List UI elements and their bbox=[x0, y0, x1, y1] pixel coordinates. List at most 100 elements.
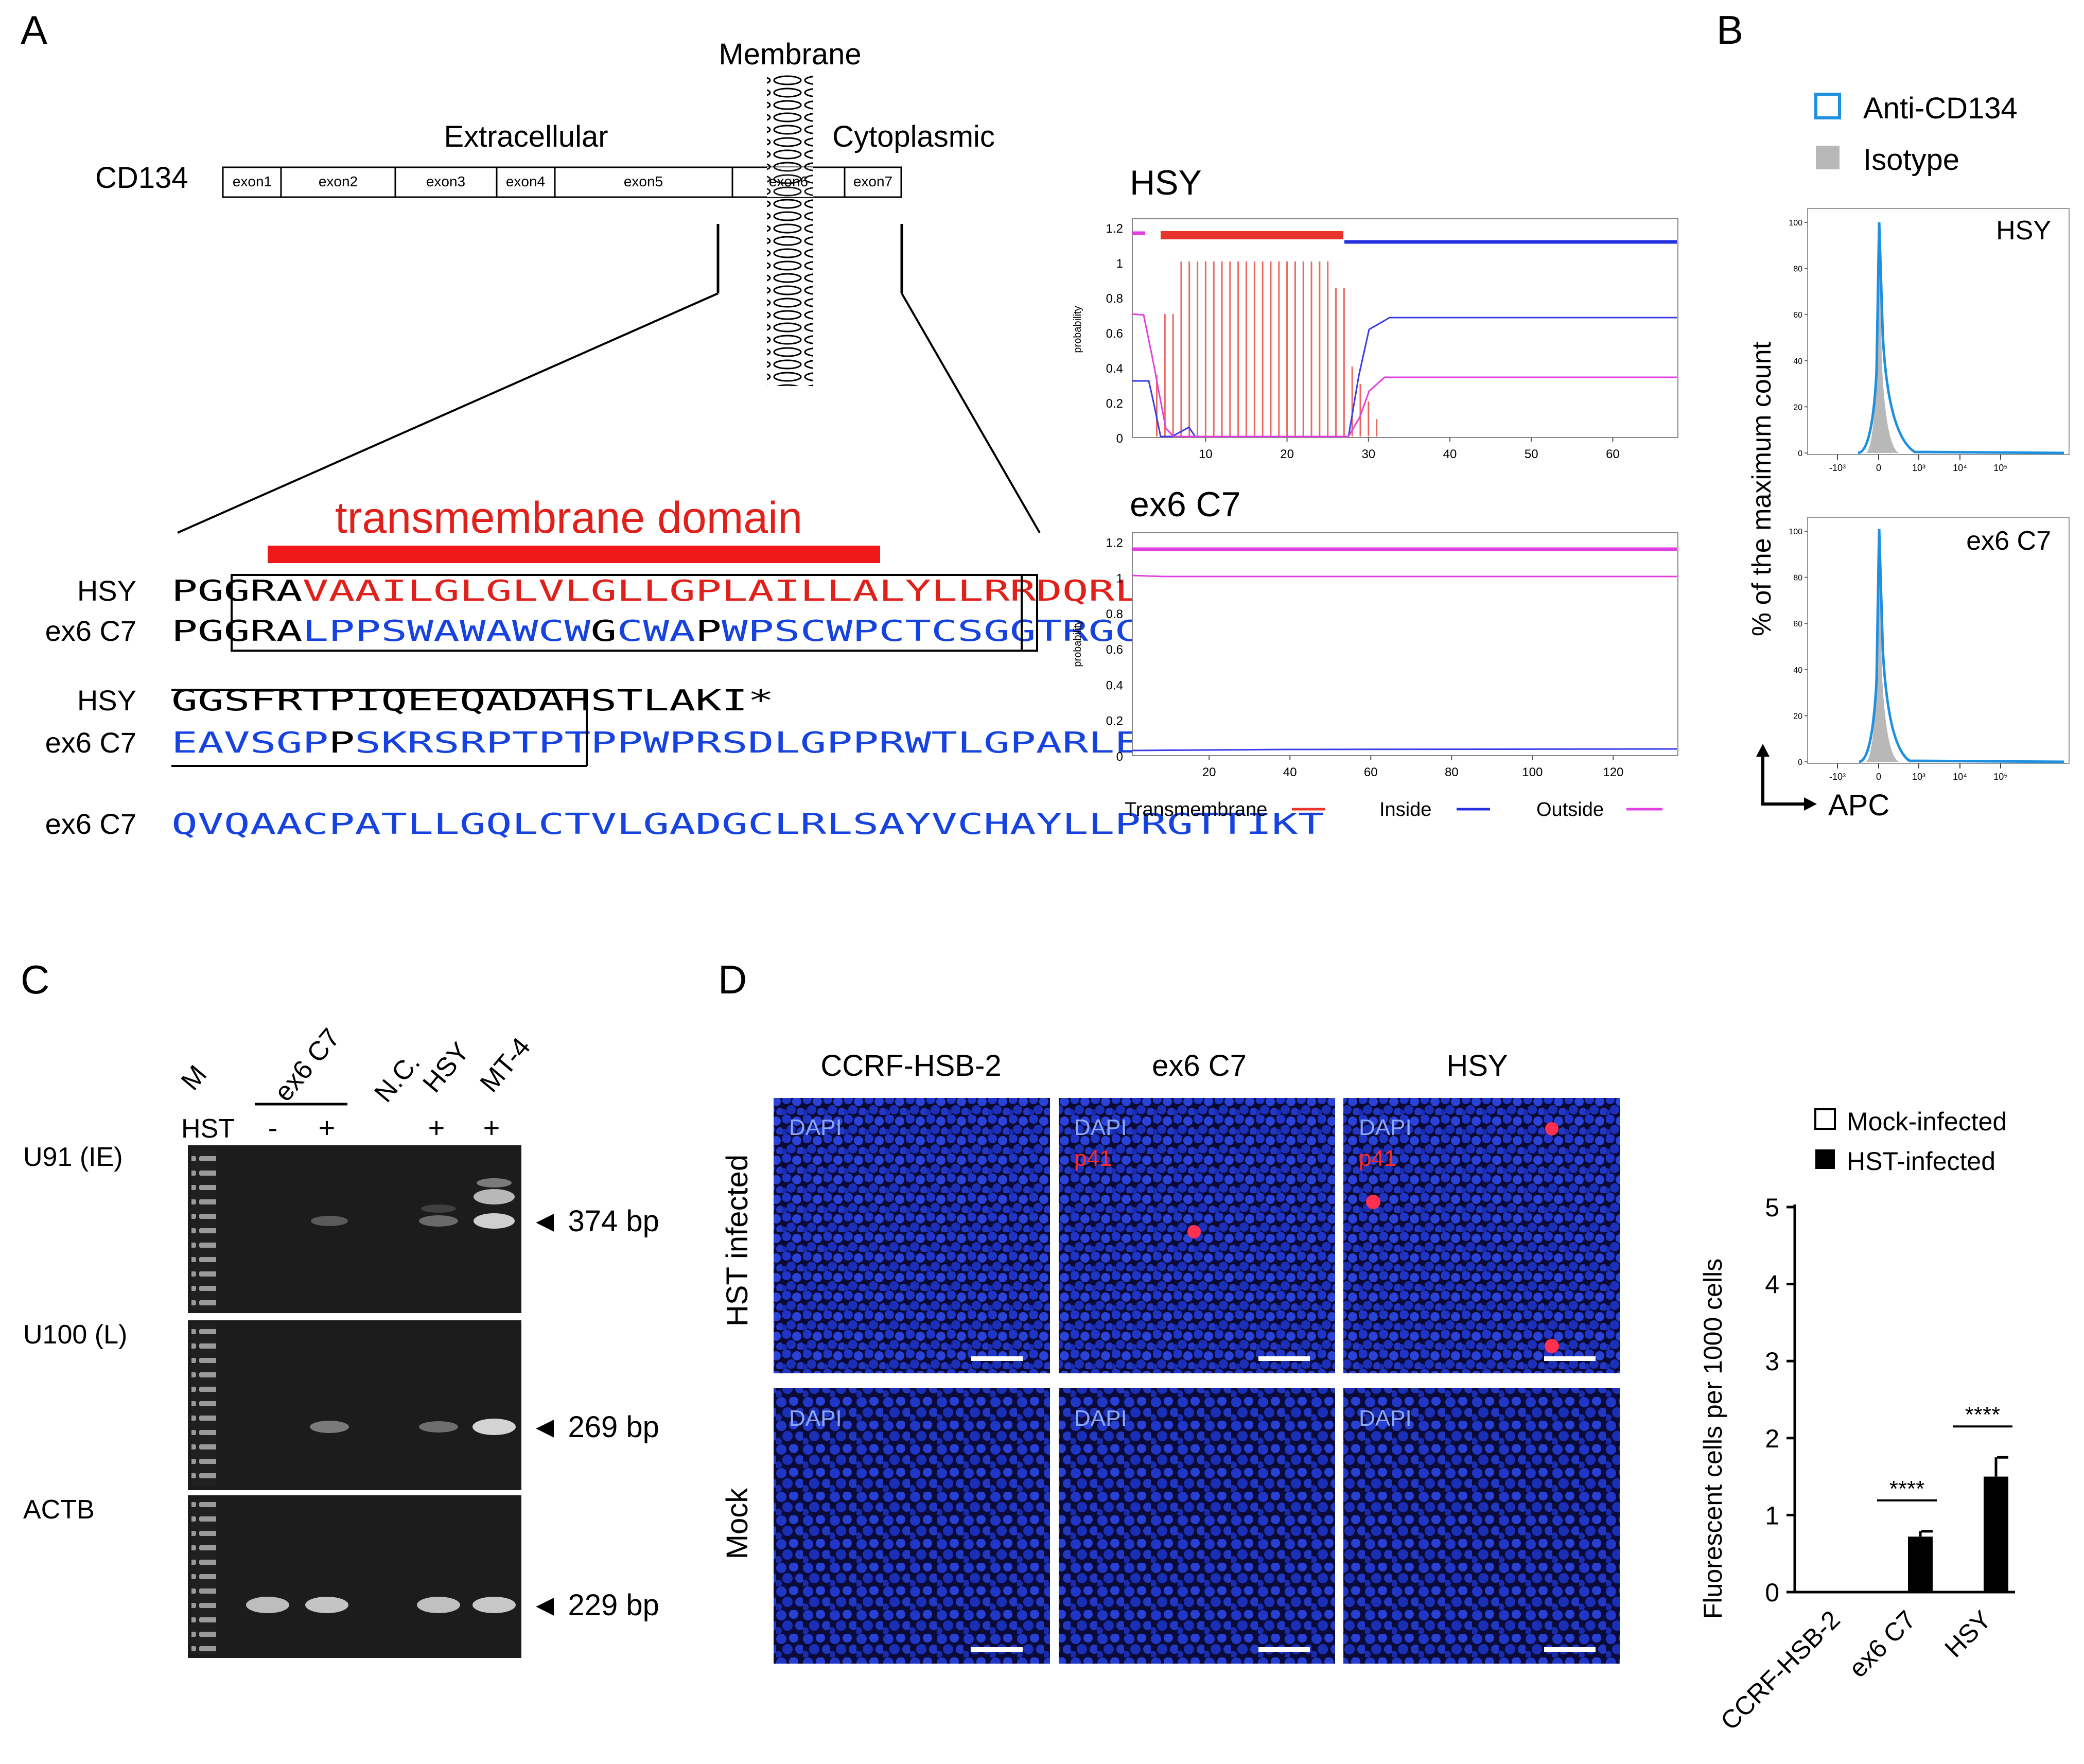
hst-label: HST bbox=[181, 1114, 235, 1144]
inside-curve bbox=[1132, 748, 1677, 752]
bar-hst-infected bbox=[1984, 1476, 2008, 1592]
p41-positive-cell bbox=[1187, 1225, 1201, 1238]
gel-image bbox=[188, 1145, 521, 1313]
y-tick-label: 80 bbox=[1793, 265, 1802, 274]
x-tick-label: ex6 C7 bbox=[1843, 1605, 1921, 1683]
tmhmm-ylabel: probability bbox=[1072, 306, 1083, 353]
histogram-frame bbox=[1807, 208, 2070, 455]
legend-label: Anti-CD134 bbox=[1863, 92, 2018, 125]
gel-band bbox=[472, 1419, 516, 1435]
exon-box bbox=[554, 166, 733, 198]
gel-actb bbox=[188, 1495, 521, 1658]
legend-swatch-isotype bbox=[1816, 146, 1840, 169]
x-tick-label: 60 bbox=[1364, 765, 1378, 779]
panel-label-b: B bbox=[1717, 7, 1743, 53]
scale-bar bbox=[1544, 1647, 1596, 1652]
legend-label: Outside bbox=[1536, 799, 1604, 820]
micrograph-hsy-mock: DAPI bbox=[1343, 1388, 1620, 1664]
x-tick-label: 40 bbox=[1443, 447, 1457, 461]
x-tick-label: 10³ bbox=[1912, 772, 1925, 782]
transmembrane-line bbox=[1161, 231, 1343, 239]
exon-label: exon2 bbox=[319, 173, 358, 189]
gel-band bbox=[474, 1189, 515, 1204]
x-tick-label: 10⁵ bbox=[1993, 772, 2007, 782]
y-tick-label: 60 bbox=[1793, 311, 1802, 320]
isotype-histogram bbox=[1866, 221, 1899, 453]
membrane-label: Membrane bbox=[719, 38, 861, 71]
x-tick-label: CCRF-HSB-2 bbox=[1715, 1605, 1846, 1736]
y-tick-label: 0.4 bbox=[1106, 678, 1123, 692]
tm-domain-bar bbox=[268, 546, 880, 563]
gel-image bbox=[188, 1495, 521, 1658]
x-tick-label: 10 bbox=[1199, 447, 1213, 461]
tmhmm-title: HSY bbox=[1130, 163, 1202, 202]
p41-label: p41 bbox=[1074, 1146, 1112, 1171]
y-tick-label: 3 bbox=[1765, 1347, 1779, 1376]
y-tick-label: 60 bbox=[1793, 620, 1802, 628]
outside-curve bbox=[1132, 574, 1677, 578]
exon-label: exon5 bbox=[624, 173, 663, 189]
sequence-text: QVQAACPATLLGQLCTVLGADGCLRLSAYVCHAYLLPRGT… bbox=[171, 808, 1324, 841]
gel-image bbox=[188, 1320, 521, 1490]
tmhmm-ylabel: probability bbox=[1072, 620, 1083, 667]
micrograph bbox=[1343, 1388, 1620, 1664]
exon-box bbox=[222, 166, 282, 198]
anti-cd134-histogram bbox=[1858, 222, 2064, 455]
x-tick-label: 10⁴ bbox=[1953, 463, 1967, 473]
histogram-title: HSY bbox=[1996, 216, 2051, 246]
legend-label: HST-infected bbox=[1847, 1147, 1995, 1176]
exon-label: exon1 bbox=[233, 173, 272, 189]
x-tick-label: 80 bbox=[1445, 765, 1459, 779]
gel-ladder bbox=[191, 1499, 216, 1654]
micrograph-ex6c7-mock: DAPI bbox=[1059, 1388, 1335, 1664]
sequence-label: HSY bbox=[77, 684, 136, 717]
gel-ladder bbox=[191, 1149, 216, 1309]
histogram-ylabel: % of the maximum count bbox=[1747, 341, 1777, 636]
y-tick-label: 0.4 bbox=[1106, 362, 1123, 376]
x-tick-label: -10³ bbox=[1829, 772, 1846, 782]
band-size: ◄ 269 bp bbox=[530, 1410, 659, 1444]
legend-label: Mock-infected bbox=[1847, 1107, 2007, 1136]
x-tick-label: 40 bbox=[1283, 765, 1297, 779]
x-tick-label: 60 bbox=[1606, 447, 1620, 461]
dapi-label: DAPI bbox=[789, 1406, 842, 1431]
y-tick-label: 20 bbox=[1793, 712, 1802, 721]
y-tick-label: 100 bbox=[1789, 219, 1802, 228]
dapi-label: DAPI bbox=[1074, 1406, 1127, 1431]
y-tick-label: 1 bbox=[1765, 1501, 1779, 1530]
p41-positive-cell bbox=[1366, 1195, 1380, 1209]
membrane-overlay bbox=[767, 167, 813, 197]
y-tick-label: 2 bbox=[1765, 1424, 1779, 1453]
panel-label-d: D bbox=[718, 957, 747, 1002]
x-tick-label: 30 bbox=[1361, 447, 1375, 461]
x-tick-label: 120 bbox=[1603, 765, 1623, 779]
dapi-label: DAPI bbox=[1359, 1406, 1412, 1431]
x-tick-label: HSY bbox=[1939, 1605, 1997, 1663]
scale-bar bbox=[1544, 1356, 1596, 1361]
micrograph-hsy-infected: DAPI p41 bbox=[1343, 1098, 1620, 1373]
legend-swatch-mock bbox=[1814, 1108, 1836, 1130]
y-arrow-head bbox=[1756, 744, 1770, 757]
gel-band bbox=[421, 1204, 456, 1213]
micrograph bbox=[774, 1098, 1050, 1373]
tmhmm-frame bbox=[1132, 532, 1678, 756]
p41-positive-cell bbox=[1545, 1122, 1558, 1136]
y-tick-label: 100 bbox=[1789, 528, 1802, 536]
y-tick-label: 0.8 bbox=[1106, 607, 1123, 621]
exon-box bbox=[844, 166, 902, 198]
column-label: HSY bbox=[1446, 1049, 1508, 1082]
x-tick-label: -10³ bbox=[1829, 463, 1846, 473]
gel-band bbox=[477, 1178, 512, 1187]
tmhmm-title: ex6 C7 bbox=[1130, 485, 1240, 524]
x-tick-label: 10⁵ bbox=[1993, 463, 2007, 473]
bar-chart: Mock-infected HST-infected Fluorescent c… bbox=[1698, 1107, 2015, 1736]
